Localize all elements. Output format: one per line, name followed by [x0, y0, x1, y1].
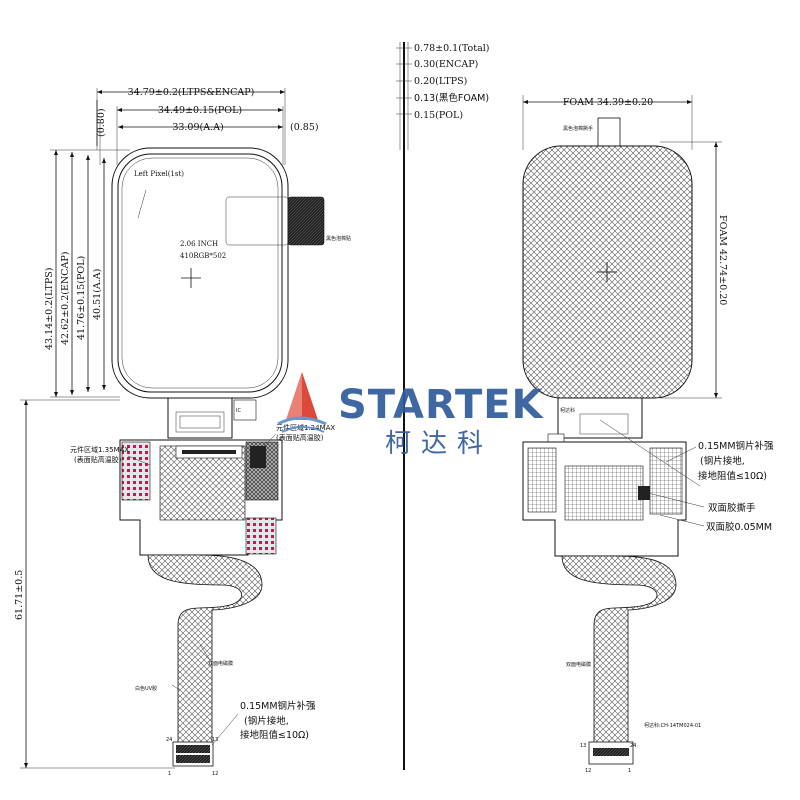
pin-left-c-text: 1 [168, 771, 171, 777]
dim-offset-left: (0.80) [96, 100, 107, 146]
pin-left-d-text: 12 [212, 771, 218, 777]
fpc-board [119, 439, 283, 556]
fpc-tail-back: 双面电磁膜 柯达科:CH-14TM024-01 13 24 12 1 [561, 555, 701, 774]
dim-heights: 43.14±0.2(LTPS) 42.62±0.2(ENCAP) 41.76±0… [14, 150, 106, 768]
pin-left-a-text: 24 [166, 737, 172, 743]
startek-logo: STARTEK 柯达科 [277, 372, 545, 459]
stiffener-left-2-text: (钢片接地, [244, 715, 289, 727]
stiffener-right-3-text: 接地阻值≤10Ω) [698, 470, 767, 482]
fpc-tail [147, 554, 263, 767]
display-panel: Left Pixel(1st) 2.06 INCH 410RGB*502 黑色泡… [111, 147, 351, 399]
pin-left-b-text: 13 [212, 737, 218, 743]
stiffener-right-1-text: 0.15MM钢片补强 [698, 440, 774, 452]
dim-width-aa: 33.09(A.A) (0.85) [118, 122, 319, 133]
resolution-text: 410RGB*502 [180, 252, 226, 260]
dim-width-ltps-encap-text: 34.79±0.2(LTPS&ENCAP) [128, 87, 255, 98]
layer-encap-text: 0.30(ENCAP) [414, 59, 478, 70]
fpc-neck: IC [167, 397, 257, 439]
pin-right-c-text: 12 [585, 768, 591, 774]
comp-area-2-sub-text: (表面贴高温胶) [276, 433, 324, 442]
dim-foam-height: FOAM 42.74±0.20 [714, 142, 728, 398]
pin-right-a-text: 13 [580, 743, 586, 749]
layer-pol-text: 0.15(POL) [414, 110, 463, 121]
tail-labels: 双面电磁膜 白色UV胶 0.15MM钢片补强 (钢片接地, 接地阻值≤10Ω) … [135, 644, 316, 777]
dim-width-ltps-encap: 34.79±0.2(LTPS&ENCAP) [97, 87, 285, 98]
shield-film-right-text: 双面电磁膜 [566, 661, 591, 668]
stiffener-left-1-text: 0.15MM钢片补强 [240, 700, 316, 712]
logo-name-text: STARTEK [338, 382, 545, 428]
dim-offset-left-text: (0.80) [96, 108, 107, 137]
back-labels: 0.15MM钢片补强 (钢片接地, 接地阻值≤10Ω) 双面胶撕手 双面胶0.0… [599, 419, 774, 533]
dim-height-encap-text: 42.62±0.2(ENCAP) [60, 252, 71, 345]
startek-logo-icon [277, 372, 327, 433]
panel-size-text: 2.06 INCH [180, 240, 218, 248]
shield-film-left-text: 双面电磁膜 [208, 660, 233, 667]
black-foam-text: 黑色泡棉贴 [326, 235, 351, 242]
fpc-mark-text: 柯达科 [560, 407, 575, 414]
comp-area-1-text: 元件区域1.35MAX [70, 445, 129, 454]
white-glue-text: 白色UV胶 [135, 685, 157, 692]
dim-height-ltps-text: 43.14±0.2(LTPS) [44, 268, 55, 350]
black-foam-patch [287, 196, 325, 246]
side-view: 0.78±0.1(Total) 0.30(ENCAP) 0.20(LTPS) 0… [396, 42, 489, 770]
layer-ltps-text: 0.20(LTPS) [414, 76, 467, 87]
front-view: 34.79±0.2(LTPS&ENCAP) 34.49±0.15(POL) 33… [14, 87, 351, 777]
pin-right-b-text: 24 [630, 743, 636, 749]
foam-width-text: FOAM 34.39±0.20 [563, 97, 653, 108]
dim-total-length-text: 61.71±0.5 [14, 570, 25, 620]
stiffener-left-3-text: 接地阻值≤10Ω) [240, 729, 309, 741]
stiffener-right-2-text: (钢片接地, [700, 455, 745, 467]
fpc-board-back [522, 441, 687, 557]
logo-cn-text: 柯达科 [385, 429, 493, 459]
dim-foam-width: FOAM 34.39±0.20 [523, 97, 692, 108]
part-no-text: 柯达科:CH-14TM024-01 [644, 722, 701, 729]
pin-right-d-text: 1 [628, 768, 631, 774]
dim-width-pol-text: 34.49±0.15(POL) [158, 105, 242, 116]
foam-height-text: FOAM 42.74±0.20 [717, 215, 728, 305]
foam-panel: 黑色泡棉撕手 [522, 117, 693, 399]
layer-total-text: 0.78±0.1(Total) [414, 43, 489, 54]
component-area-1 [121, 441, 151, 501]
stiffener-back [649, 447, 683, 515]
ic-mark-text: IC [236, 408, 241, 414]
dim-width-pol: 34.49±0.15(POL) [117, 105, 283, 116]
fpc-neck-back: 柯达科 [547, 397, 643, 443]
dim-height-aa-text: 40.51(A.A) [92, 269, 103, 320]
layer-foam-text: 0.13(黑色FOAM) [414, 92, 489, 104]
tape-text: 双面胶0.05MM [706, 521, 772, 533]
back-view: FOAM 34.39±0.20 FOAM 42.74±0.20 黑色泡棉撕手 柯… [522, 95, 774, 774]
dim-width-aa-text: 33.09(A.A) [172, 122, 223, 133]
foam-tab-text: 黑色泡棉撕手 [563, 125, 593, 132]
comp-area-1-sub-text: (表面贴高温胶) [74, 455, 122, 464]
dim-offset-right-text: (0.85) [290, 122, 319, 133]
pixel-note-text: Left Pixel(1st) [134, 170, 184, 178]
tape-tab-text: 双面胶撕手 [708, 502, 756, 514]
dim-height-pol-text: 41.76±0.15(POL) [76, 256, 87, 340]
